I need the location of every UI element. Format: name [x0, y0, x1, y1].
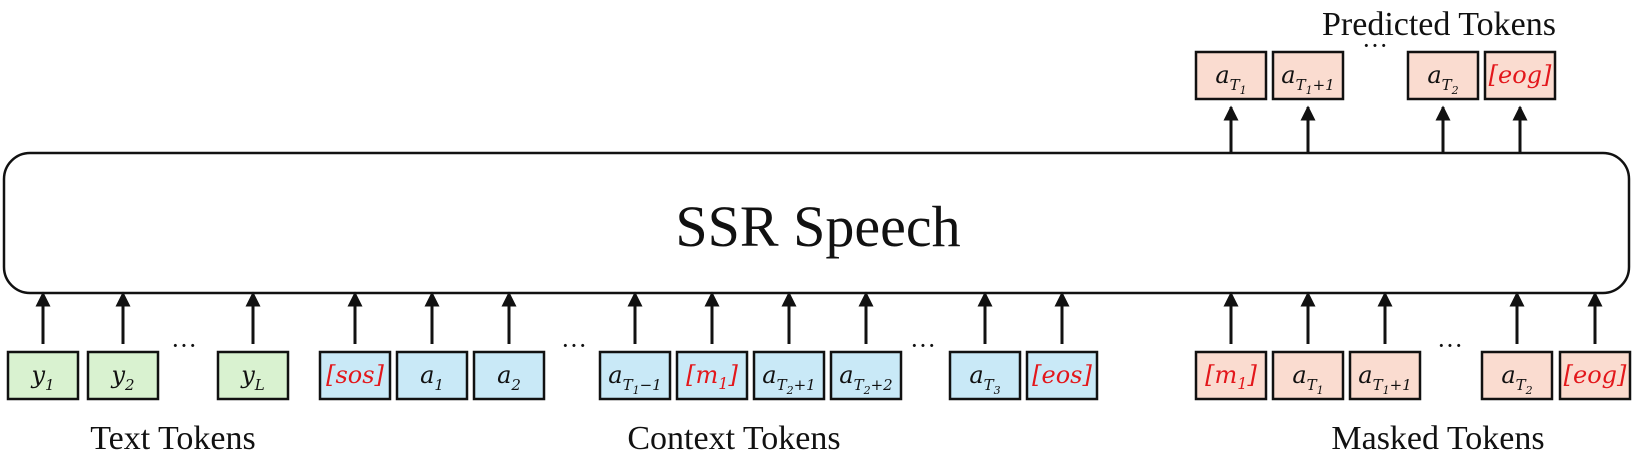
text-token-box: [216, 350, 290, 401]
context-token-box: [752, 350, 826, 401]
masked-token-box: [1348, 350, 1422, 401]
text-token-box: [86, 350, 160, 401]
predicted-ellipsis: ···: [1362, 31, 1388, 60]
context-token-box: [948, 350, 1022, 401]
context-ellipsis: ···: [561, 331, 587, 360]
token-label: aT3: [969, 361, 1000, 397]
context-token-box: [675, 350, 749, 401]
masked-token-4: aT2: [1480, 291, 1554, 401]
context-token-0: [sos]: [318, 291, 392, 401]
masked-ellipsis: ···: [1437, 331, 1463, 360]
token-special-label: [eog]: [1489, 61, 1552, 89]
token-label: y1: [30, 361, 54, 394]
context-token-1: a1: [395, 291, 469, 401]
masked-token-0: [m1]: [1194, 291, 1268, 401]
model-label: SSR Speech: [675, 194, 960, 259]
predicted-token-box: [1406, 50, 1480, 101]
token-label: a2: [497, 361, 521, 394]
predicted-token-3: aT2: [1406, 50, 1480, 153]
caption-predicted-tokens: Predicted Tokens: [1322, 6, 1556, 43]
ellipsis-label: ···: [1362, 31, 1388, 60]
predicted-token-1: aT1+1: [1271, 50, 1345, 153]
masked-token-box: [1271, 350, 1345, 401]
masked-token-box: [1480, 350, 1554, 401]
context-token-box: [598, 350, 672, 401]
token-special-label: [eog]: [1564, 361, 1627, 389]
masked-token-box: [1558, 350, 1632, 401]
context-token-box: [395, 350, 469, 401]
predicted-token-box: [1483, 50, 1557, 101]
text-token-1: y2: [86, 291, 160, 401]
predicted-token-box: [1194, 50, 1268, 101]
masked-token-5: [eog]: [1558, 291, 1632, 401]
token-label: yL: [240, 361, 265, 394]
model-box: [2, 151, 1631, 295]
token-label: aT1: [1292, 361, 1323, 397]
token-label: aT2+1: [762, 361, 815, 397]
token-label: aT2: [1427, 61, 1458, 97]
ellipsis-label: ···: [561, 331, 587, 360]
caption-context-tokens: Context Tokens: [627, 420, 840, 457]
context-token-5: [m1]: [675, 291, 749, 401]
token-special-label: [m1]: [1205, 361, 1257, 393]
text-ellipsis: ···: [171, 331, 197, 360]
token-label: aT1+1: [1281, 61, 1334, 97]
text-token-box: [6, 350, 80, 401]
ellipsis-label: ···: [171, 331, 197, 360]
text-token-3: yL: [216, 291, 290, 401]
predicted-token-0: aT1: [1194, 50, 1268, 153]
context-token-box: [318, 350, 392, 401]
masked-token-box: [1194, 350, 1268, 401]
predicted-token-box: [1271, 50, 1345, 101]
caption-text-tokens: Text Tokens: [90, 420, 256, 457]
text-token-0: y1: [6, 291, 80, 401]
token-label: aT1: [1215, 61, 1246, 97]
token-label: aT2: [1501, 361, 1532, 397]
predicted-token-4: [eog]: [1483, 50, 1557, 153]
ellipsis-label: ···: [1437, 331, 1463, 360]
token-label: aT1+1: [1358, 361, 1411, 397]
context-token-7: aT2+2: [829, 291, 903, 401]
context-token-6: aT2+1: [752, 291, 826, 401]
masked-token-2: aT1+1: [1348, 291, 1422, 401]
token-special-label: [eos]: [1032, 361, 1092, 389]
masked-token-1: aT1: [1271, 291, 1345, 401]
caption-masked-tokens: Masked Tokens: [1331, 420, 1544, 457]
token-special-label: [sos]: [326, 361, 384, 389]
context-token-box: [472, 350, 546, 401]
token-special-label: [m1]: [686, 361, 738, 393]
ellipsis-label: ···: [910, 331, 936, 360]
context-token-2: a2: [472, 291, 546, 401]
context-token-10: [eos]: [1025, 291, 1099, 401]
context-token-9: aT3: [948, 291, 1022, 401]
context-token-box: [1025, 350, 1099, 401]
token-label: aT1−1: [608, 361, 661, 397]
context-token-box: [829, 350, 903, 401]
token-label: aT2+2: [839, 361, 892, 397]
context-token-4: aT1−1: [598, 291, 672, 401]
token-label: a1: [420, 361, 444, 394]
token-label: y2: [110, 361, 134, 394]
context-ellipsis: ···: [910, 331, 936, 360]
token-layer: y1 y2 ··· yL [sos] a1 a2 ··· aT1−1 [m1] aT2+1 aT2+2…: [6, 31, 1632, 401]
